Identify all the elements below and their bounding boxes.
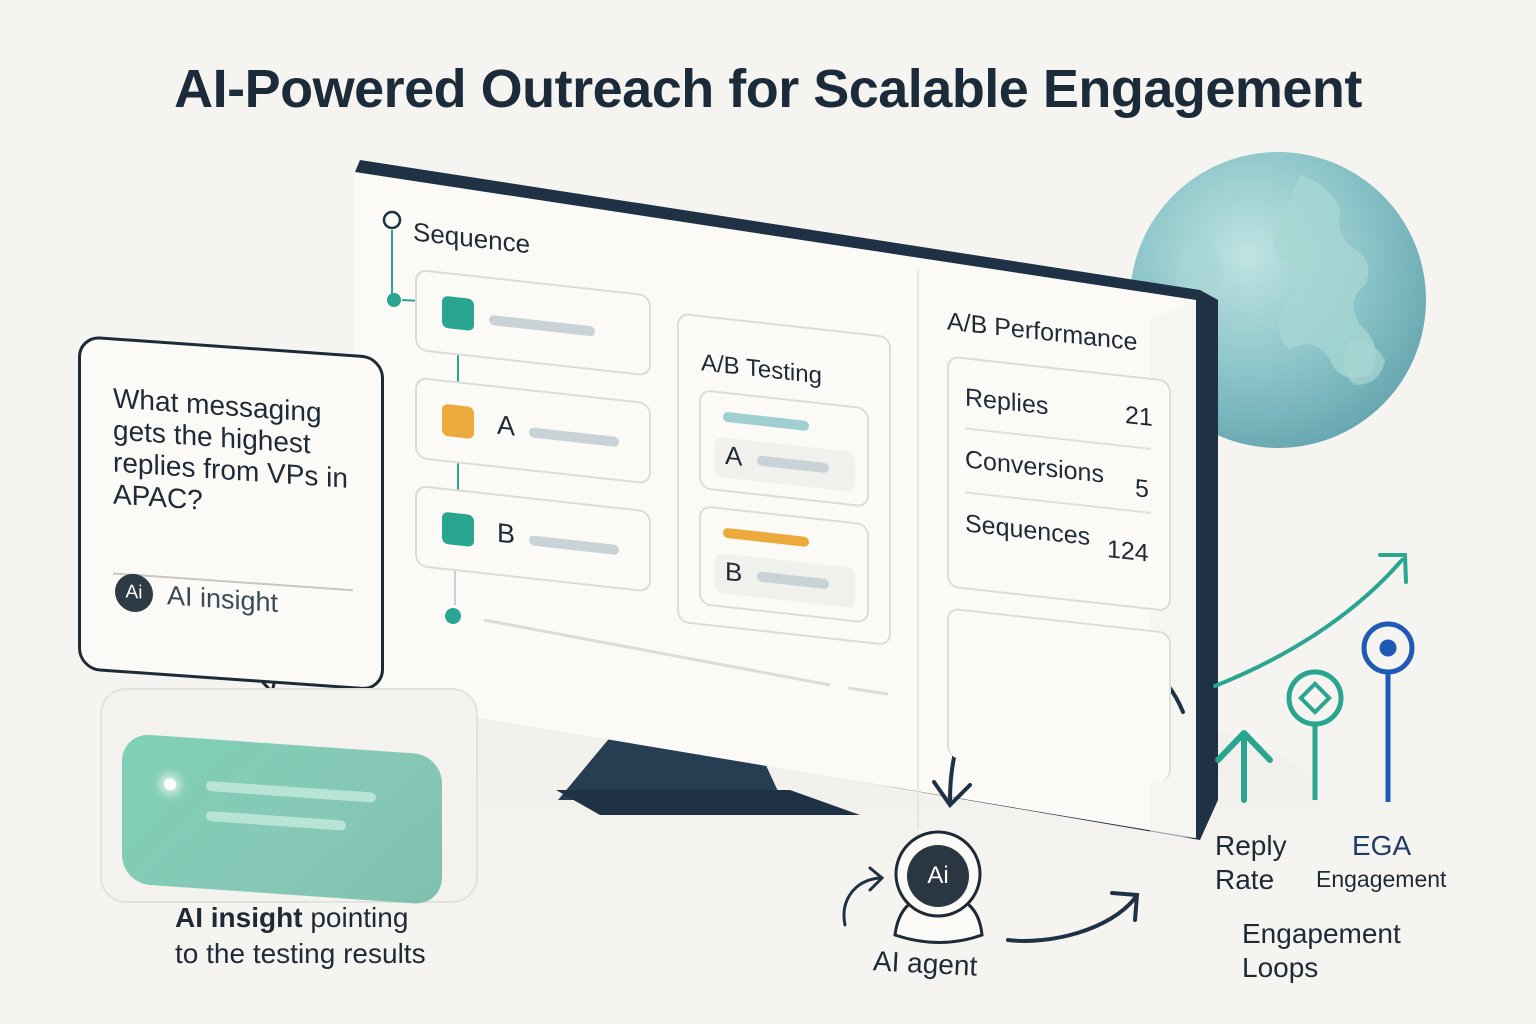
step-1-marker	[442, 295, 474, 332]
step-b-marker	[442, 511, 474, 548]
step-a-label: A	[497, 409, 516, 442]
ab-performance-panel: Replies 21 Conversions 5 Sequences 124	[947, 355, 1171, 613]
glow-dot-icon	[164, 777, 176, 791]
question-bubble: What messaging gets the highest replies …	[78, 335, 384, 692]
variant-b-label: B	[725, 555, 743, 588]
perf-divider	[965, 491, 1151, 514]
step-1-bar	[489, 314, 595, 337]
ai-badge-icon: Ai	[115, 572, 153, 614]
loops-pin-icon	[1361, 621, 1415, 802]
variant-a-card[interactable]: A	[699, 388, 869, 508]
reply-rate-line1: Reply	[1215, 830, 1287, 861]
variant-b-card[interactable]: B	[699, 504, 869, 624]
variant-a-label: A	[725, 439, 743, 472]
ab-performance-extra-panel	[947, 607, 1171, 783]
step-b-label: B	[497, 517, 516, 550]
engagement-pin-icon	[1286, 669, 1344, 800]
insight-caption-rest: pointing	[302, 902, 409, 933]
ega-title: EGA	[1352, 830, 1412, 861]
sequence-step-b[interactable]: B	[415, 484, 651, 593]
perf-value-replies: 21	[1125, 401, 1153, 433]
agent-in-arrow-icon	[842, 866, 885, 927]
ai-agent-badge: Ai	[907, 845, 969, 907]
variant-a-header-bar	[723, 411, 809, 432]
sequence-title: Sequence	[413, 216, 531, 260]
insight-caption-line2: to the testing results	[175, 938, 426, 969]
page-title: AI-Powered Outreach for Scalable Engagem…	[174, 59, 1362, 119]
insight-caption-bold: AI insight	[175, 902, 303, 933]
perf-divider	[965, 427, 1151, 450]
up-arrow-icon	[1215, 730, 1273, 803]
chat-line-1	[206, 780, 376, 803]
sequence-step-1[interactable]	[415, 268, 651, 377]
insight-caption-line1: AI insight pointing	[175, 902, 408, 934]
insight-chat-bubble	[122, 733, 442, 906]
ab-performance-title: A/B Performance	[947, 307, 1138, 357]
ai-agent-label: AI agent	[872, 945, 979, 982]
perf-value-sequences: 124	[1107, 535, 1149, 568]
step-a-bar	[529, 427, 619, 448]
loops-line2: Loops	[1242, 952, 1319, 983]
agent-out-arrow-icon	[1006, 891, 1140, 943]
perf-value-conversions: 5	[1135, 474, 1149, 504]
question-text: What messaging gets the highest replies …	[113, 382, 348, 516]
ab-testing-panel: A/B Testing A B	[677, 312, 891, 647]
perf-label-sequences: Sequences	[965, 509, 1091, 552]
ega-sub: Engagement	[1316, 866, 1447, 892]
variant-b-header-bar	[723, 527, 809, 548]
ab-testing-title: A/B Testing	[701, 349, 822, 390]
perf-label-conversions: Conversions	[965, 445, 1104, 489]
perf-label-replies: Replies	[965, 383, 1049, 421]
step-b-bar	[529, 535, 619, 556]
ai-insight-label: AI insight	[167, 580, 279, 618]
sequence-step-a[interactable]: A	[415, 376, 651, 485]
growth-arrow-icon	[1213, 553, 1408, 688]
chat-line-2	[206, 810, 346, 831]
loops-line1: Engapement	[1242, 918, 1401, 949]
sequence-connector	[382, 210, 919, 830]
monitor-screen: Sequence A B A/B Testing A B A/B Perform…	[355, 172, 1205, 786]
step-a-marker	[442, 403, 474, 440]
reply-rate-line2: Rate	[1215, 864, 1275, 895]
